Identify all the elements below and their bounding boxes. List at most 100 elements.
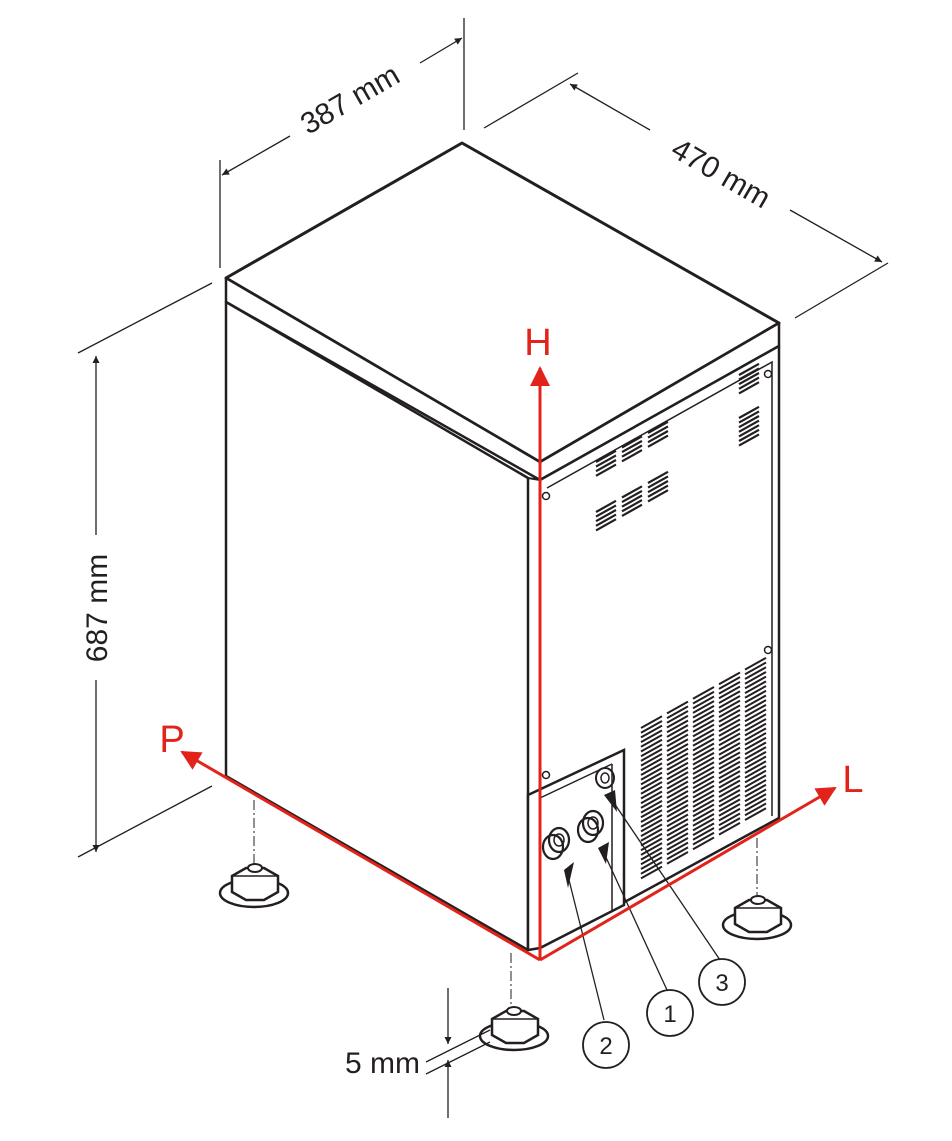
vent-slot: [666, 743, 689, 757]
vent-slot: [692, 714, 715, 728]
vent-slot: [692, 794, 715, 808]
vent-slot: [718, 765, 741, 780]
vent-slot: [744, 699, 767, 713]
vent-slot: [640, 795, 663, 809]
vent-slot: [692, 766, 715, 780]
screw: [541, 491, 551, 501]
vent-slot: [718, 821, 741, 836]
vent-slot: [640, 842, 663, 856]
vent-slot: [738, 424, 760, 438]
axis-p-line: [180, 750, 541, 962]
vent-slot: [640, 748, 663, 762]
vent-slot: [666, 822, 689, 837]
vent-slot: [744, 703, 767, 718]
vent-slot: [718, 798, 741, 812]
water-inlet-fitting-1: [576, 809, 605, 844]
vent-slot: [666, 728, 689, 743]
vent-slot: [666, 785, 689, 799]
callout-1: 1: [646, 989, 694, 1037]
vent-slot: [744, 694, 767, 709]
vent-slot: [621, 485, 643, 499]
vent-slot: [666, 846, 689, 860]
vent-slot: [666, 837, 689, 851]
vent-slot: [744, 727, 767, 741]
vent-slot: [595, 449, 617, 463]
vent-slot: [692, 686, 715, 700]
vent-slot: [744, 802, 767, 817]
vent-slot: [718, 680, 741, 695]
vent-slot: [744, 774, 767, 788]
vent-slot: [647, 470, 669, 484]
grille: [640, 656, 767, 880]
vent-slot: [666, 799, 689, 813]
foot-left: [218, 800, 290, 909]
vent-slot: [666, 794, 689, 809]
pointer-arrow: [564, 862, 574, 888]
vent-slot: [621, 503, 643, 517]
vent-slot: [718, 817, 741, 831]
vent-slot: [666, 813, 689, 828]
vent-slot: [640, 776, 663, 790]
vent-slot: [666, 752, 689, 766]
vent-slot: [666, 804, 689, 818]
vent-slot: [718, 676, 741, 690]
vent-slot: [738, 410, 760, 424]
svg-text:1: 1: [663, 1001, 676, 1028]
vent-slot: [718, 751, 741, 765]
vent-slot: [744, 788, 767, 803]
vent-slot: [744, 755, 767, 770]
vent-slot: [738, 376, 760, 390]
vent-slot: [640, 785, 663, 800]
vent-slot: [666, 827, 689, 842]
vent-slot: [692, 704, 715, 719]
vent-slot: [718, 690, 741, 704]
vent-slot: [738, 428, 760, 442]
vent-slot: [744, 661, 767, 676]
callout-3: 3: [698, 958, 746, 1006]
vent-slot: [744, 680, 767, 694]
vent-slot: [640, 781, 663, 795]
vent-slot: [647, 484, 669, 498]
vent-slot: [718, 732, 741, 747]
vent-slot: [744, 718, 767, 732]
vent-slot: [744, 722, 767, 737]
vent-slot: [718, 704, 741, 718]
vent-slot: [692, 827, 715, 841]
vent-slot: [666, 841, 689, 856]
vent-slot: [718, 713, 741, 728]
vent-slot: [718, 807, 741, 822]
vent-slot: [640, 832, 663, 847]
axis-p-label: P: [159, 719, 184, 761]
vent-slot: [640, 814, 663, 828]
vent-slot: [666, 719, 689, 734]
vent-slot: [744, 666, 767, 680]
vent-slot: [640, 861, 663, 875]
vent-slot: [621, 489, 643, 504]
vent-slot: [718, 812, 741, 827]
vent-slot: [738, 372, 760, 386]
depth-dimension-label: 387 mm: [295, 58, 405, 141]
vent-slot: [692, 822, 715, 836]
vent-slot: [595, 499, 617, 513]
vent-slot: [718, 793, 741, 808]
vent-slot: [595, 518, 617, 532]
vent-slot: [744, 793, 767, 807]
vent-slot: [666, 705, 689, 719]
vent-slot: [640, 846, 663, 861]
vent-slot: [744, 713, 767, 727]
vent-slot: [744, 750, 767, 765]
vent-slot: [640, 804, 663, 819]
vent-slot: [666, 808, 689, 823]
vent-slot: [718, 718, 741, 733]
vent-slot: [738, 415, 760, 429]
vent-slot: [692, 737, 715, 752]
dimension-height: 687 mm: [77, 282, 213, 858]
vent-slot: [640, 771, 663, 786]
vent-slot: [692, 733, 715, 747]
vent-slot: [744, 732, 767, 746]
vent-slot: [718, 685, 741, 700]
vent-slot: [647, 430, 669, 444]
vent-slot: [666, 851, 689, 865]
vent-slot: [744, 675, 767, 690]
vent-slot: [738, 367, 760, 381]
